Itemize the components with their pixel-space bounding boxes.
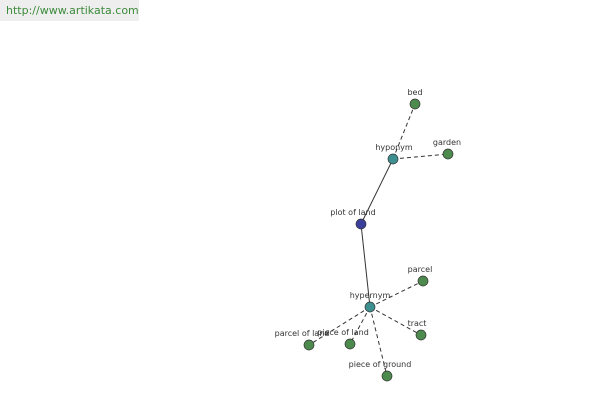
node-label-tract: tract <box>408 319 427 328</box>
node-label-hypernym: hypernym <box>350 291 391 300</box>
node-parcel-of-land[interactable]: parcel of land <box>275 329 330 351</box>
node-plot-of-land[interactable]: plot of land <box>330 208 376 230</box>
node-tract[interactable]: tract <box>408 319 427 341</box>
site-url-label: http://www.artikata.com <box>0 0 139 21</box>
nodes-layer: plot of land hyponym hypernym bed garden parc… <box>275 88 461 382</box>
node-dot-piece-of-land[interactable] <box>344 338 356 350</box>
node-label-piece-of-land: piece of land <box>317 328 369 337</box>
edge-plot-of-land-to-hyponym <box>360 158 394 225</box>
edge-hypernym-to-tract <box>369 306 422 336</box>
node-dot-bed[interactable] <box>409 98 421 110</box>
node-label-hyponym: hyponym <box>375 143 413 152</box>
node-label-plot-of-land: plot of land <box>330 208 375 217</box>
edge-hyponym-to-bed <box>392 103 416 160</box>
node-label-parcel: parcel <box>408 265 433 274</box>
edge-hypernym-to-piece-of-land <box>349 306 371 345</box>
node-parcel[interactable]: parcel <box>408 265 433 287</box>
node-hypernym[interactable]: hypernym <box>350 291 391 313</box>
node-garden[interactable]: garden <box>433 138 461 160</box>
node-dot-hyponym[interactable] <box>387 153 399 165</box>
node-dot-piece-of-ground[interactable] <box>381 370 393 382</box>
node-dot-plot-of-land[interactable] <box>355 218 367 230</box>
node-label-bed: bed <box>407 88 422 97</box>
node-dot-hypernym[interactable] <box>364 301 376 313</box>
node-hyponym[interactable]: hyponym <box>375 143 413 165</box>
node-piece-of-ground[interactable]: piece of ground <box>349 360 412 382</box>
node-dot-parcel-of-land[interactable] <box>303 339 315 351</box>
edge-hypernym-to-parcel-of-land <box>308 306 371 346</box>
edge-hyponym-to-garden <box>392 153 449 160</box>
edge-plot-of-land-to-hypernym <box>360 223 371 308</box>
node-label-piece-of-ground: piece of ground <box>349 360 412 369</box>
edge-hypernym-to-parcel <box>369 280 424 308</box>
node-label-garden: garden <box>433 138 461 147</box>
node-bed[interactable]: bed <box>407 88 423 110</box>
node-piece-of-land[interactable]: piece of land <box>317 328 369 350</box>
edge-hypernym-to-piece-of-ground <box>369 306 388 377</box>
node-dot-garden[interactable] <box>442 148 454 160</box>
node-dot-tract[interactable] <box>415 329 427 341</box>
node-label-parcel-of-land: parcel of land <box>275 329 330 338</box>
edges-layer <box>308 103 449 377</box>
node-dot-parcel[interactable] <box>417 275 429 287</box>
